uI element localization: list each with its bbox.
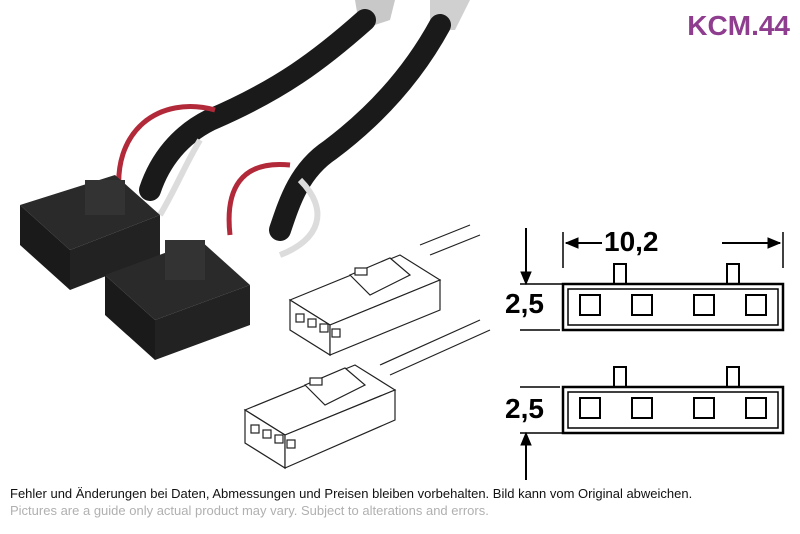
disclaimer-english: Pictures are a guide only actual product… <box>10 503 489 518</box>
row-height-top-label: 2,5 <box>505 288 544 319</box>
disclaimer-german: Fehler und Änderungen bei Daten, Abmessu… <box>10 486 693 501</box>
dimension-diagram <box>520 228 785 480</box>
connector-drawing-top <box>288 224 481 357</box>
left-connector-photo <box>20 175 160 290</box>
right-connector-photo <box>105 240 250 360</box>
product-code: KCM.44 <box>687 10 790 41</box>
width-dimension-label: 10,2 <box>604 226 659 257</box>
row-height-bottom-label: 2,5 <box>505 393 544 424</box>
connector-drawing-bottom <box>243 319 491 470</box>
